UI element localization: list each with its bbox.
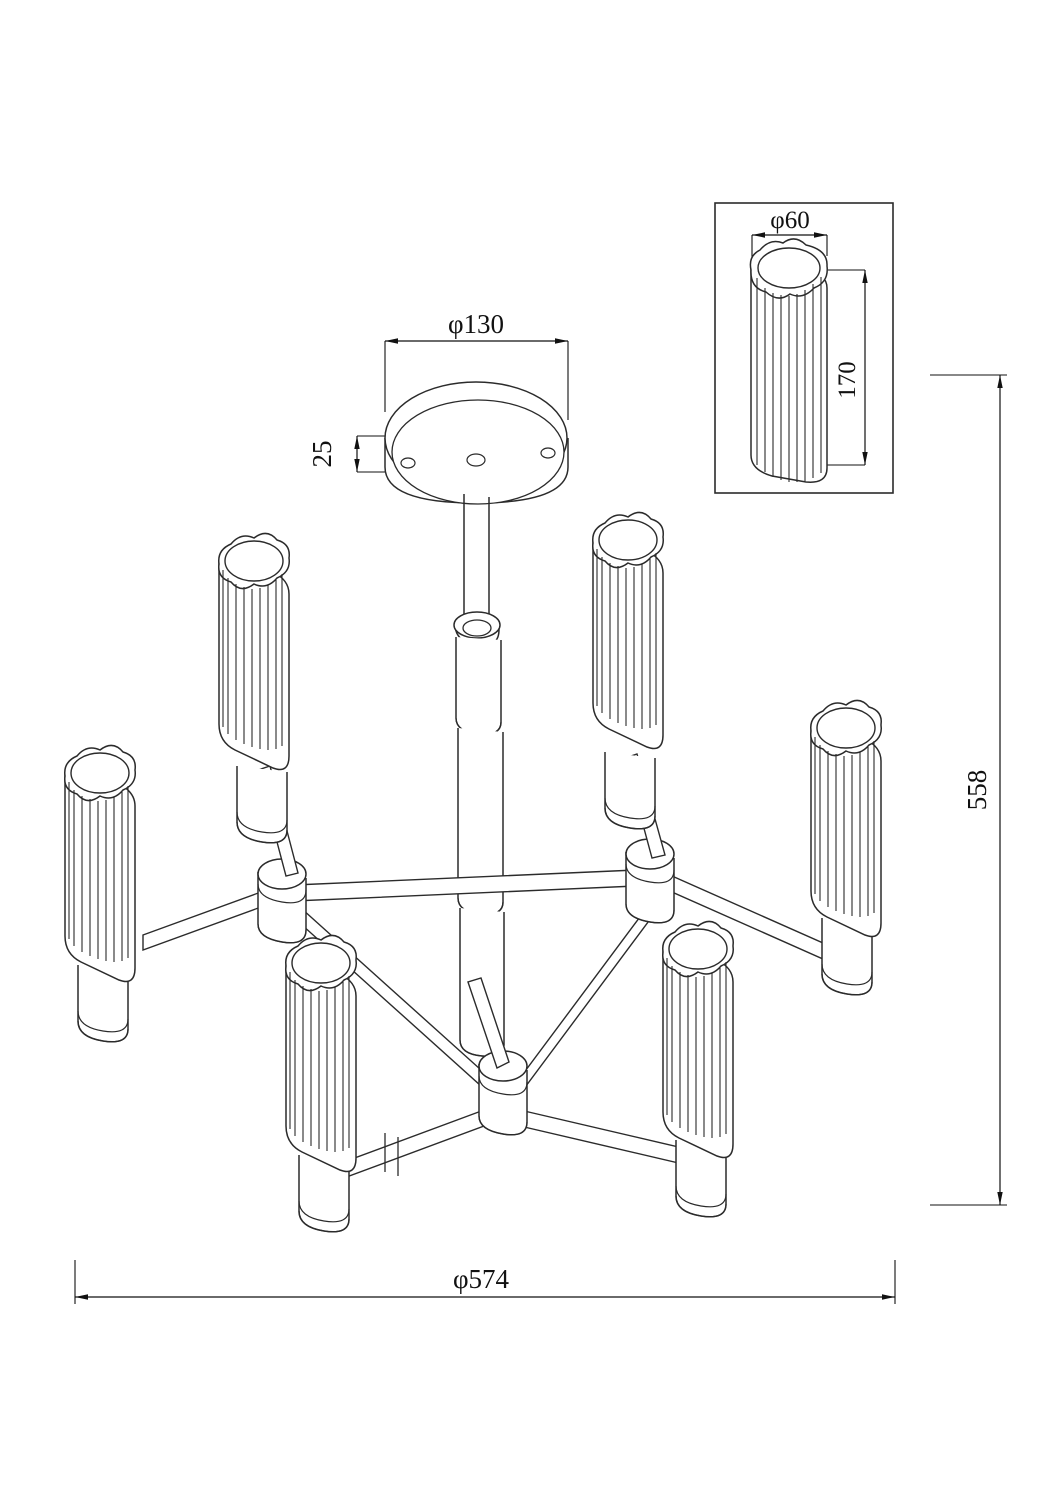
ring-hub-near-left: [257, 858, 307, 944]
canopy-screw-hole: [400, 457, 416, 469]
dimension-shade-height: [822, 269, 868, 466]
dimension-canopy-diameter: [384, 338, 569, 420]
lamp-front-right: [662, 920, 734, 1218]
overall-height-label: 558: [962, 770, 992, 811]
frame-arm: [519, 887, 661, 1097]
lamp-shade: [218, 532, 290, 771]
lamp-shade: [810, 699, 882, 938]
lamp-socket: [236, 765, 288, 844]
lamp-shade: [662, 920, 734, 1159]
lamp-shade: [64, 744, 136, 983]
lamp-socket: [604, 751, 656, 830]
canopy-screw-hole: [540, 447, 556, 459]
detail-inset: φ60 170: [714, 202, 894, 494]
frame-arm: [142, 886, 273, 952]
lamp-upper-right: [592, 511, 664, 830]
dimension-overall-diameter: [74, 1260, 896, 1304]
detail-shade: [749, 238, 828, 483]
lamp-shade: [592, 511, 664, 750]
lamp-front-left: [285, 934, 357, 1233]
lamp-right: [810, 699, 882, 996]
shade-diameter-label: φ60: [770, 207, 809, 234]
lamp-upper-left: [218, 532, 290, 844]
lamp-left: [64, 744, 136, 1043]
angled-arm-rod-center-front: [467, 977, 510, 1069]
shade-height-label: 170: [834, 361, 861, 399]
canopy-height-label: 25: [307, 441, 337, 468]
canopy-diameter-label: φ130: [448, 309, 504, 339]
dimension-overall-height: [930, 374, 1007, 1206]
canopy-screw-hole: [466, 453, 486, 467]
overall-diameter-label: φ574: [453, 1264, 510, 1294]
canopy: [384, 381, 569, 505]
central-stem: [453, 494, 505, 1057]
lamp-shade: [285, 934, 357, 1173]
